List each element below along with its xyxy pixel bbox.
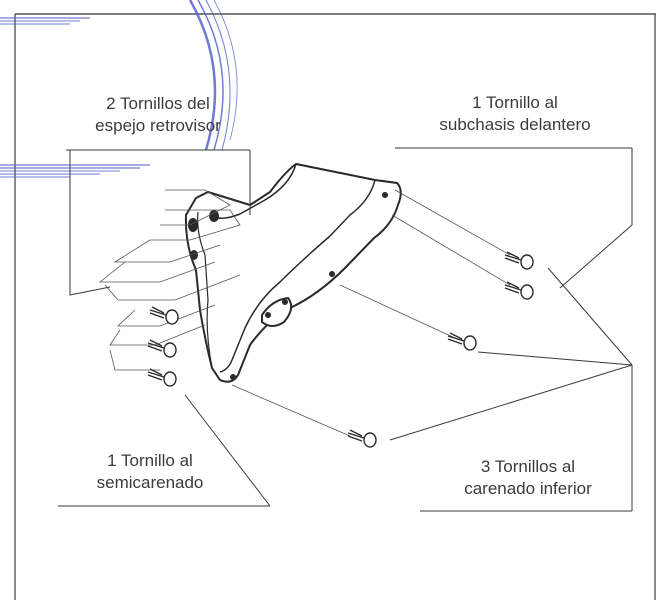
screw-icon	[504, 251, 534, 270]
label-mirror-line2: espejo retrovisor	[95, 116, 221, 135]
screw-icon	[147, 368, 177, 387]
label-lower-line1: 3 Tornillos al	[480, 457, 576, 476]
label-semi-line2: semicarenado	[96, 473, 204, 492]
screw-icon	[149, 306, 179, 325]
mirror-bracket	[184, 162, 402, 383]
screw-icon	[347, 429, 377, 448]
screw-icon	[447, 332, 477, 351]
screw-icon	[147, 339, 177, 358]
leader-lines	[58, 147, 633, 512]
label-mirror-line1: 2 Tornillos del	[106, 94, 210, 113]
label-lower-line2: carenado inferior	[464, 479, 592, 498]
label-subframe-line1: 1 Tornillo al	[472, 93, 558, 112]
label-semi-line1: 1 Tornillo al	[107, 451, 193, 470]
label-semi-fairing-screw: 1 Tornillo al semicarenado	[50, 450, 250, 494]
watermark-stripes	[0, 0, 238, 178]
frame	[14, 13, 656, 600]
screw-icon	[504, 281, 534, 300]
screws	[147, 251, 534, 448]
label-lower-fairing-screws: 3 Tornillos al carenado inferior	[418, 456, 638, 500]
bracket-holes	[188, 192, 388, 380]
label-subframe-line2: subchasis delantero	[439, 115, 591, 134]
label-mirror-screws: 2 Tornillos del espejo retrovisor	[58, 93, 258, 137]
label-subframe-screw: 1 Tornillo al subchasis delantero	[395, 92, 635, 136]
guide-lines	[98, 189, 511, 437]
